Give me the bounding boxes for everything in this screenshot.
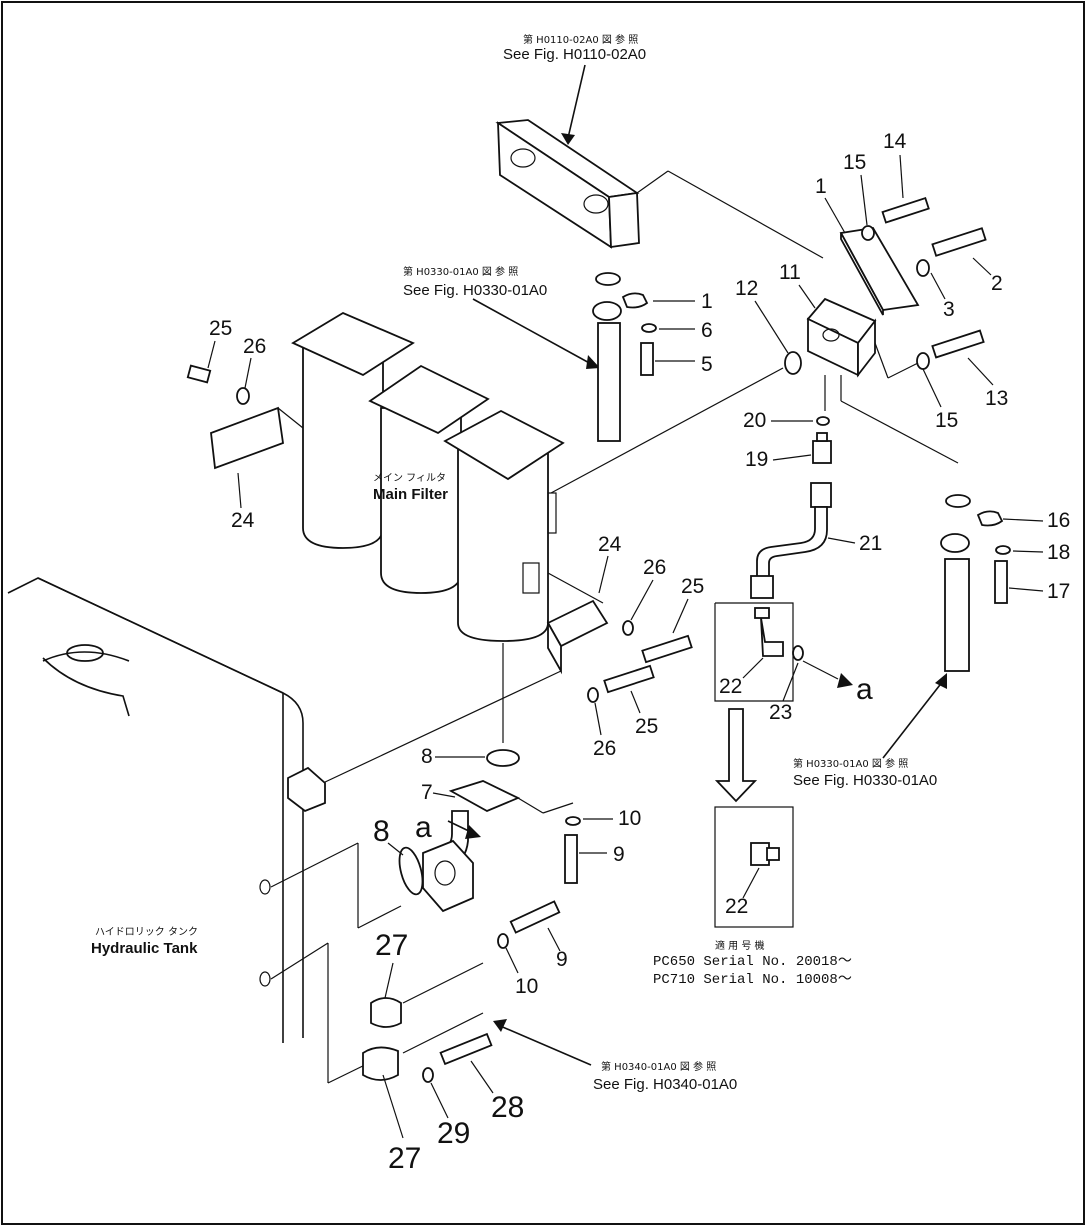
tank-en: Hydraulic Tank (91, 940, 198, 957)
label-a-left: a (415, 811, 432, 844)
callout-21: 21 (859, 532, 882, 555)
callout-8-b: 8 (373, 815, 390, 848)
plate-1 (839, 227, 920, 316)
ref-top-jp: 第 H0110-02A0 図 参 照 (523, 33, 638, 46)
callout-5: 5 (701, 353, 713, 376)
callout-27-a: 27 (375, 929, 408, 962)
callout-26-c: 26 (593, 737, 616, 760)
callout-4: 1 (701, 290, 713, 313)
callout-25-b: 25 (681, 575, 704, 598)
ref-top-arrow (567, 64, 586, 139)
detail-box-22-alt (714, 806, 794, 928)
callout-22-a: 22 (719, 675, 742, 698)
callout-11: 11 (779, 261, 801, 284)
callout-12: 12 (735, 277, 758, 300)
hose-21 (750, 482, 832, 599)
callout-25-c: 25 (635, 715, 658, 738)
mount-bracket (495, 119, 640, 249)
main-filter (291, 311, 565, 642)
pipe-left (592, 272, 657, 442)
callout-8-a: 8 (421, 745, 433, 768)
callout-25-a: 25 (209, 317, 232, 340)
ref-right-jp: 第 H0330-01A0 図 参 照 (793, 757, 908, 770)
callout-29: 29 (437, 1117, 470, 1150)
callout-10-b: 10 (515, 975, 538, 998)
callout-19: 19 (745, 448, 768, 471)
callout-13: 13 (985, 387, 1008, 410)
hydraulic-tank (7, 577, 402, 1084)
ref-left-jp: 第 H0330-01A0 図 参 照 (403, 265, 518, 278)
callout-23: 23 (769, 701, 792, 724)
callout-17: 17 (1047, 580, 1070, 603)
callout-10-a: 10 (618, 807, 641, 830)
callout-20: 20 (743, 409, 766, 432)
bracket-left (186, 364, 284, 470)
callout-1: 1 (815, 175, 827, 198)
callout-6: 6 (701, 319, 713, 342)
parts-diagram: 第 H0110-02A0 図 参 照 See Fig. H0110-02A0 第… (7, 33, 1070, 1175)
serial-line-1: PC650 Serial No. 20018～ (653, 954, 852, 970)
label-a-right: a (856, 673, 873, 706)
elbow-7 (422, 780, 521, 913)
callout-7: 7 (421, 781, 433, 804)
main-filter-jp: メイン フィルタ (373, 472, 446, 484)
callout-24-a: 24 (231, 509, 255, 532)
callout-24-b: 24 (598, 533, 622, 556)
callout-3: 3 (943, 298, 955, 321)
callout-15-b: 15 (935, 409, 958, 432)
clamp-27 (362, 962, 484, 1081)
callout-2: 2 (991, 272, 1003, 295)
ref-bottom-jp: 第 H0340-01A0 図 参 照 (601, 1060, 716, 1073)
pipe-right (940, 533, 970, 672)
ref-top-arrowhead (561, 133, 575, 145)
ref-right-en: See Fig. H0330-01A0 (793, 772, 937, 789)
callout-28: 28 (491, 1091, 524, 1124)
main-filter-en: Main Filter (373, 486, 448, 503)
down-arrow (714, 708, 758, 803)
callout-27-b: 27 (388, 1142, 421, 1175)
ref-left-en: See Fig. H0330-01A0 (403, 282, 547, 299)
callout-14: 14 (883, 130, 907, 153)
callout-26-a: 26 (243, 335, 266, 358)
ref-bottom-en: See Fig. H0340-01A0 (593, 1076, 737, 1093)
detail-box-22 (714, 602, 804, 702)
ref-top-en: See Fig. H0110-02A0 (503, 46, 646, 63)
callout-18: 18 (1047, 541, 1070, 564)
callout-15-a: 15 (843, 151, 866, 174)
bracket-right (546, 599, 609, 675)
callout-9-b: 9 (556, 948, 568, 971)
fitting-19 (812, 432, 832, 464)
callout-16: 16 (1047, 509, 1070, 532)
serial-line-2: PC710 Serial No. 10008～ (653, 972, 852, 988)
block-11 (806, 297, 877, 378)
applicable-jp: 適 用 号 機 (715, 939, 765, 952)
callout-26-b: 26 (643, 556, 666, 579)
callout-9-a: 9 (613, 843, 625, 866)
callout-22-b: 22 (725, 895, 748, 918)
tank-jp: ハイドロリック タンク (95, 926, 198, 938)
